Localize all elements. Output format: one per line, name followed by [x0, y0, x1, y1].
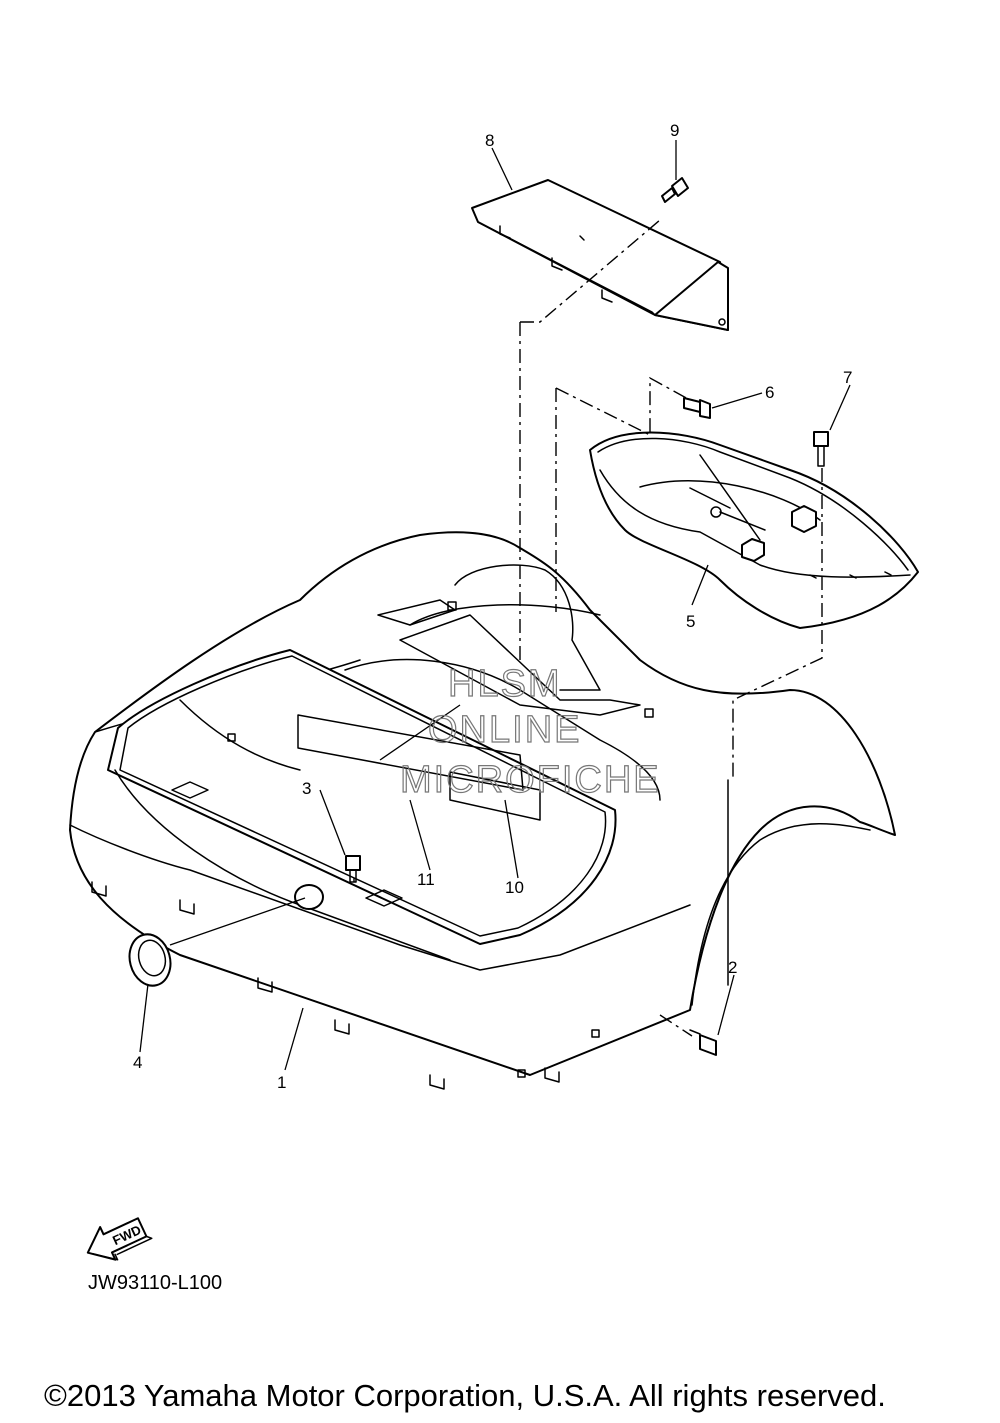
cover-part-8[interactable]: [471, 179, 729, 331]
bolt-part-2[interactable]: [689, 1029, 717, 1056]
callouts: 8 9 6 7 5 3 11 10 2 4 1: [133, 121, 852, 1092]
copyright-notice: ©2013 Yamaha Motor Corporation, U.S.A. A…: [44, 1378, 886, 1413]
callout-4: 4: [133, 1053, 142, 1072]
svg-text:ONLINE: ONLINE: [428, 709, 581, 751]
watermark: HLSM ONLINE MICROFICHE: [399, 662, 661, 801]
clip-part-6[interactable]: [683, 397, 711, 419]
callout-9: 9: [670, 121, 679, 140]
leader-lines: [139, 140, 851, 1071]
drawing-code: JW93110-L100: [88, 1272, 223, 1294]
rear-body-part-1[interactable]: [69, 531, 896, 1090]
svg-text:HLSM: HLSM: [448, 663, 562, 705]
bolt-part-7[interactable]: [813, 431, 829, 467]
clip-part-3[interactable]: [345, 855, 361, 883]
tray-part-5[interactable]: [589, 431, 919, 629]
callout-8: 8: [485, 131, 494, 150]
callout-6: 6: [765, 383, 774, 402]
callout-3: 3: [302, 779, 311, 798]
callout-11: 11: [417, 870, 435, 889]
fwd-arrow-icon: FWD: [86, 1217, 153, 1261]
callout-7: 7: [843, 368, 852, 387]
callout-5: 5: [686, 612, 695, 631]
callout-10: 10: [505, 878, 524, 897]
callout-1: 1: [277, 1073, 286, 1092]
assembly-lines: [353, 219, 823, 1037]
callout-2: 2: [728, 958, 737, 977]
svg-text:MICROFICHE: MICROFICHE: [400, 759, 661, 801]
screw-part-9[interactable]: [661, 177, 689, 203]
grommet-part-4[interactable]: [124, 930, 176, 991]
